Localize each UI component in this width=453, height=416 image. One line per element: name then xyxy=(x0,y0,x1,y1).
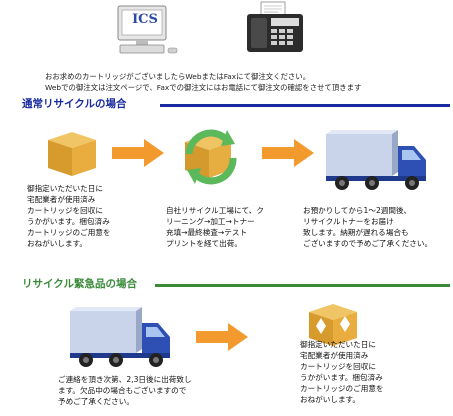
normal-step2-text: 自社リサイクル工場にて、ク リーニング→加工→トナー 充填→最終検査→テスト プ… xyxy=(166,206,264,248)
normal-step1-text: 御指定いただいた日に 宅配業者が使用済み カートリッジを回収に うかがいます。梱… xyxy=(27,184,111,248)
cartridge-box-icon xyxy=(305,302,361,348)
normal-step3-text: お預かりしてから1～2週間後、 リサイクルトナーをお届け 致します。納期が遅れる… xyxy=(303,206,433,248)
delivery-truck-icon xyxy=(322,126,430,192)
intro-text: おお求めのカートリッジがございましたらWebまたはFaxにて御注文ください。 W… xyxy=(45,72,362,92)
normal-section-divider xyxy=(160,104,450,107)
computer-icon xyxy=(112,4,182,56)
cardboard-box-icon xyxy=(42,128,102,178)
urgent-section-divider xyxy=(155,284,450,287)
urgent-step2-text: 御指定いただいた日に 宅配業者が使用済み カートリッジを回収に うかがいます。梱… xyxy=(300,340,384,404)
arrow-right-icon xyxy=(112,138,164,168)
urgent-step1-text: ご連絡を頂き次第、2,3日後に出荷致し ます。欠品中の場合もございますので 予め… xyxy=(58,375,192,406)
delivery-truck-icon xyxy=(66,303,174,369)
arrow-right-icon xyxy=(196,322,248,352)
computer-screen-label: ICS xyxy=(132,12,158,27)
normal-section-title: 通常リサイクルの場合 xyxy=(22,98,127,110)
fax-icon xyxy=(245,1,305,56)
recycle-box-icon xyxy=(175,124,245,186)
arrow-right-icon xyxy=(262,138,314,168)
urgent-section-title: リサイクル緊急品の場合 xyxy=(22,278,137,290)
